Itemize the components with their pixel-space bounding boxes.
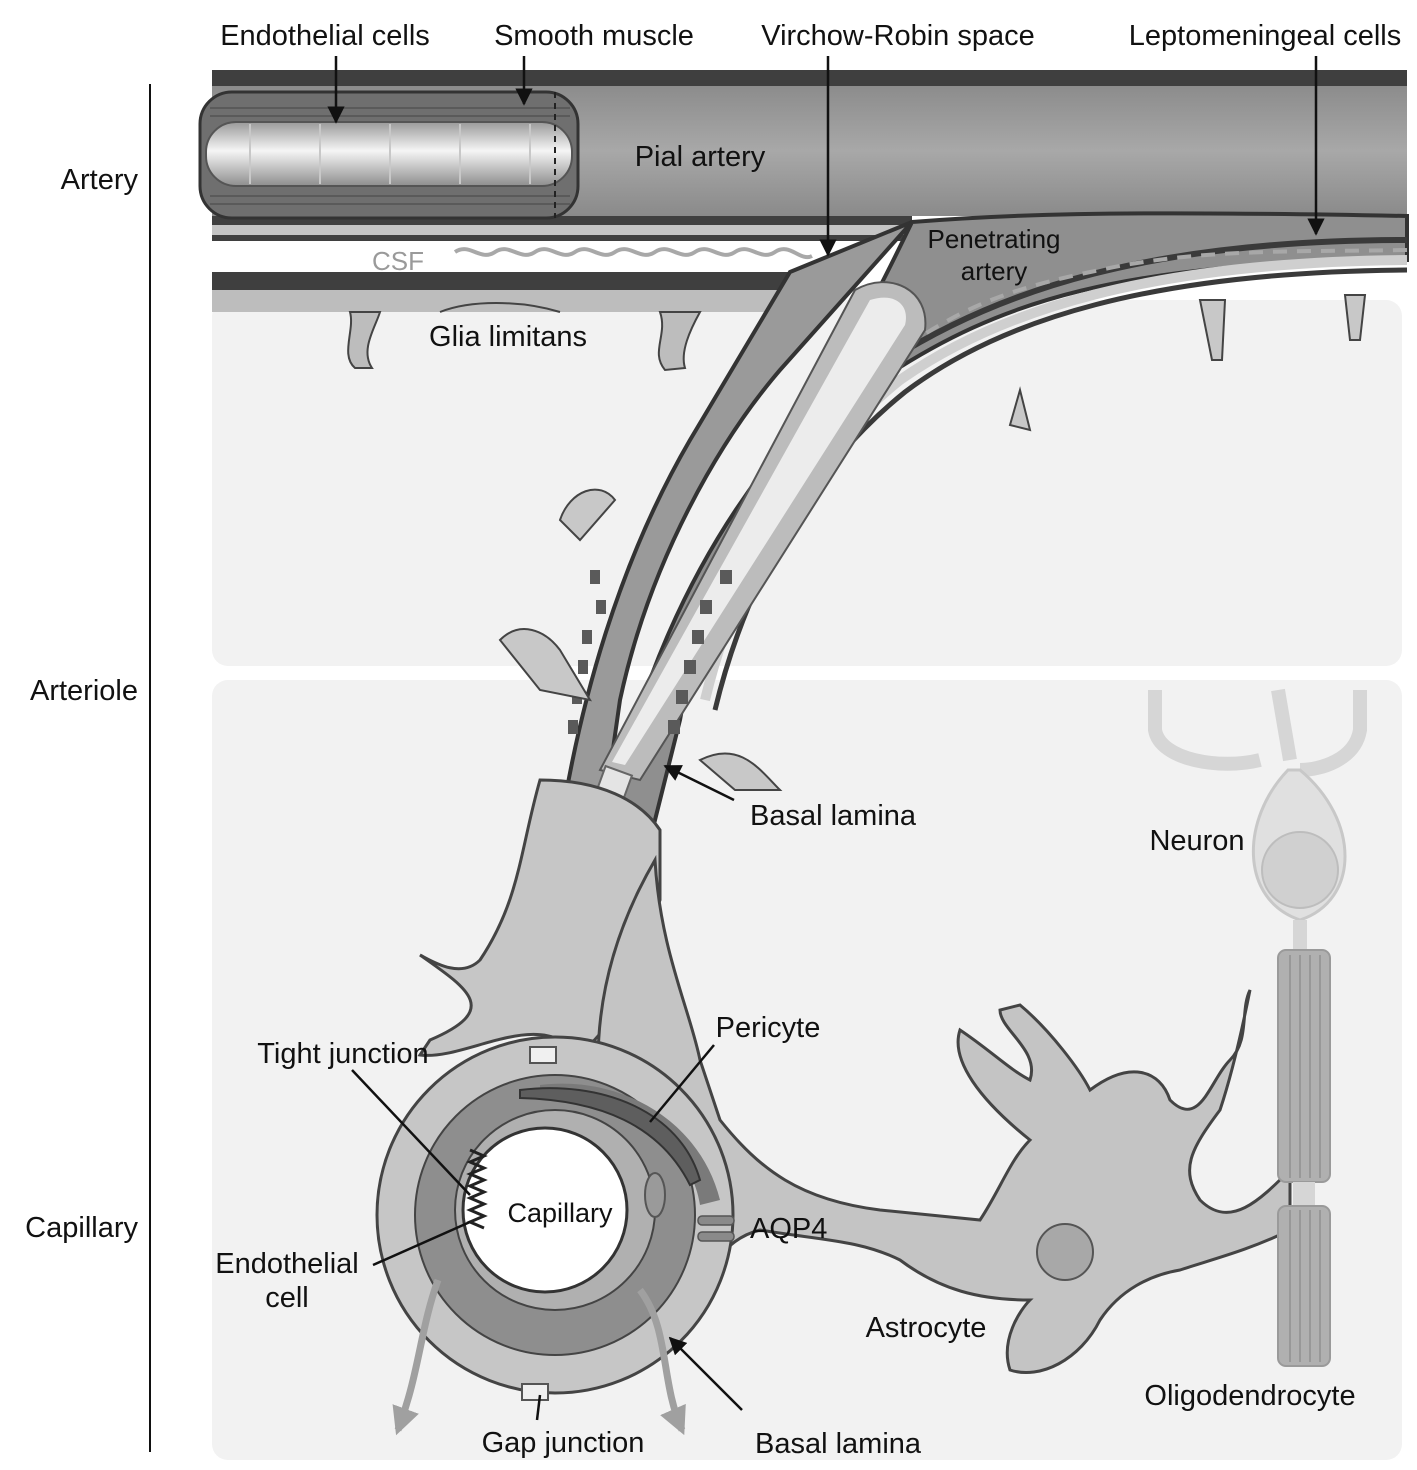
capillary-lumen [461, 1126, 629, 1294]
label-aqp4: AQP4 [750, 1213, 827, 1245]
leptomeningeal-layer [1008, 294, 1367, 432]
pial-artery-cutaway [198, 90, 580, 220]
level-arteriole-label: Arteriole [30, 675, 138, 707]
label-glia-limitans: Glia limitans [429, 321, 587, 353]
csf-wavy-line [453, 247, 813, 260]
label-endothelial-cells: Endothelial cells [220, 20, 430, 52]
label-pericyte: Pericyte [716, 1012, 821, 1044]
leader-endothelial-cell [372, 1220, 471, 1267]
efflux-arrow-right [637, 1287, 686, 1436]
label-pial-artery: Pial artery [635, 141, 766, 173]
label-gap-junction: Gap junction [482, 1427, 645, 1459]
neuron-cell [1148, 688, 1367, 955]
label-capillary: Capillary [507, 1198, 613, 1228]
label-tight-junction: Tight junction [257, 1038, 428, 1070]
annotation-arrows [327, 56, 1325, 1421]
label-smooth-muscle: Smooth muscle [494, 20, 694, 52]
aqp4-channels [697, 1215, 735, 1242]
label-penetrating-artery-line2: artery [961, 256, 1027, 286]
label-basal-lamina-capillary: Basal lamina [755, 1428, 922, 1460]
label-leptomeningeal-cells: Leptomeningeal cells [1129, 20, 1401, 52]
capillary-vessel [375, 1035, 735, 1436]
efflux-arrow-left [392, 1278, 442, 1436]
pericyte-cell [519, 1087, 702, 1187]
leader-tight-junction [351, 1069, 471, 1196]
label-oligodendrocyte: Oligodendrocyte [1144, 1380, 1355, 1412]
arrow-basal-lamina-arteriole [663, 764, 735, 802]
gap-junction-top [529, 1046, 557, 1064]
label-endothelial-cell-line2: cell [265, 1282, 309, 1314]
tight-junction-coil [466, 1148, 488, 1230]
label-csf: CSF [372, 246, 424, 276]
label-astrocyte: Astrocyte [866, 1312, 987, 1344]
gap-junction-bottom [521, 1383, 549, 1401]
leader-gap-junction [535, 1394, 542, 1421]
level-artery-label: Artery [61, 164, 139, 196]
arrow-basal-lamina-capillary [668, 1336, 743, 1411]
label-endothelial-cell-line1: Endothelial [215, 1248, 359, 1280]
label-penetrating-artery-line1: Penetrating [928, 224, 1061, 254]
astrocyte-end-feet [498, 488, 783, 791]
astrocyte-cell [417, 778, 1292, 1375]
label-basal-lamina-arteriole: Basal lamina [750, 800, 917, 832]
astrocyte-nucleus [1036, 1223, 1094, 1281]
oligodendrocyte-myelin [1277, 949, 1331, 1367]
glia-limitans-strip [212, 272, 790, 372]
leader-pericyte [649, 1044, 715, 1123]
level-capillary-label: Capillary [25, 1212, 138, 1244]
label-neuron: Neuron [1149, 825, 1244, 857]
label-virchow-robin-space: Virchow-Robin space [761, 20, 1035, 52]
